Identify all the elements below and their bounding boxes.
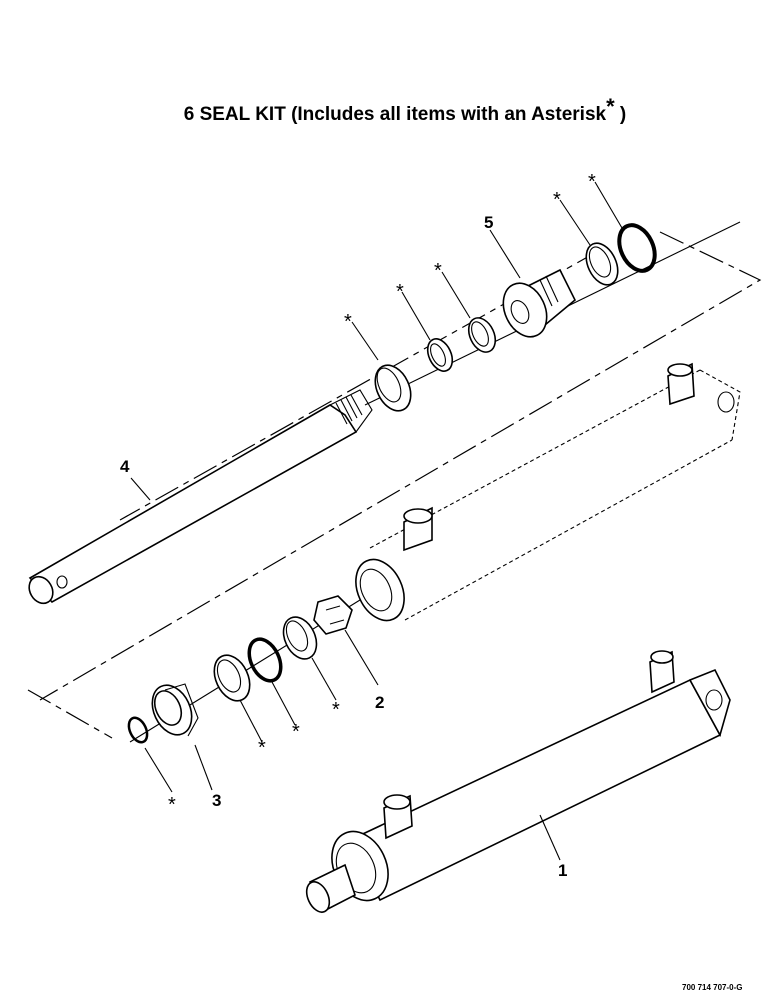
asterisk-marker: *: [332, 699, 340, 721]
asterisk-marker: *: [168, 794, 176, 816]
title-asterisk: *: [606, 94, 615, 119]
asterisk-marker: *: [434, 260, 442, 282]
part-label-3: 3: [212, 791, 221, 810]
assembled-cylinder: [305, 650, 731, 914]
seal-kit-title: 6 SEAL KIT (Includes all items with an A…: [0, 94, 772, 126]
piston: [502, 268, 576, 338]
part-label-5: 5: [484, 213, 493, 232]
asterisk-marker: *: [258, 737, 266, 759]
drawing-code: 700 714 707-0-G: [682, 983, 743, 992]
asterisk-marker: *: [292, 721, 300, 743]
asterisk-marker: *: [588, 171, 596, 193]
part-label-1: 1: [558, 861, 567, 880]
part-label-4: 4: [120, 457, 130, 476]
upper-right-seals: [585, 223, 657, 286]
title-close: ): [619, 104, 627, 125]
asterisk-marker: *: [553, 189, 561, 211]
cylinder-barrel: [355, 362, 741, 622]
asterisk-marker: *: [396, 281, 404, 303]
asterisk-marker: *: [344, 311, 352, 333]
piston-rod: [28, 221, 741, 605]
lower-parts: [127, 595, 361, 744]
upper-seals: [374, 317, 497, 412]
leader-lines: [130, 181, 623, 861]
title-text: 6 SEAL KIT (Includes all items with an A…: [183, 104, 607, 125]
part-label-2: 2: [375, 693, 384, 712]
